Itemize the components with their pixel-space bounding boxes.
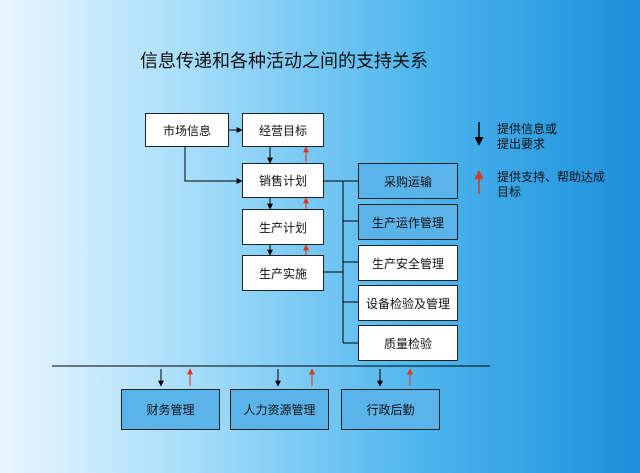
legend-support-line1: 提供支持、帮助达成 bbox=[497, 170, 606, 184]
legend-support: 提供支持、帮助达成 目标 bbox=[497, 170, 605, 200]
node-quality-inspection: 质量检验 bbox=[358, 325, 458, 361]
legend-support-line2: 目标 bbox=[497, 185, 522, 199]
node-production-ops: 生产运作管理 bbox=[358, 204, 458, 240]
arrow-market-to-sales bbox=[184, 146, 243, 184]
node-purchase-transport: 采购运输 bbox=[358, 163, 458, 199]
node-finance: 财务管理 bbox=[121, 389, 220, 430]
node-equipment-inspection: 设备检验及管理 bbox=[358, 285, 458, 321]
legend-info-line1: 提供信息或 bbox=[497, 122, 558, 136]
page-title: 信息传递和各种活动之间的支持关系 bbox=[140, 51, 428, 72]
node-admin-logistics: 行政后勤 bbox=[341, 389, 440, 430]
legend-info: 提供信息或 提出要求 bbox=[497, 122, 557, 152]
node-business-goal: 经营目标 bbox=[242, 113, 324, 147]
legend-info-line2: 提出要求 bbox=[497, 137, 546, 151]
node-production-exec: 生产实施 bbox=[242, 255, 324, 291]
node-production-safety: 生产安全管理 bbox=[358, 245, 458, 281]
node-hr: 人力资源管理 bbox=[230, 389, 329, 430]
node-production-plan: 生产计划 bbox=[242, 209, 324, 245]
node-market-info: 市场信息 bbox=[145, 113, 229, 147]
node-sales-plan: 销售计划 bbox=[242, 163, 324, 198]
